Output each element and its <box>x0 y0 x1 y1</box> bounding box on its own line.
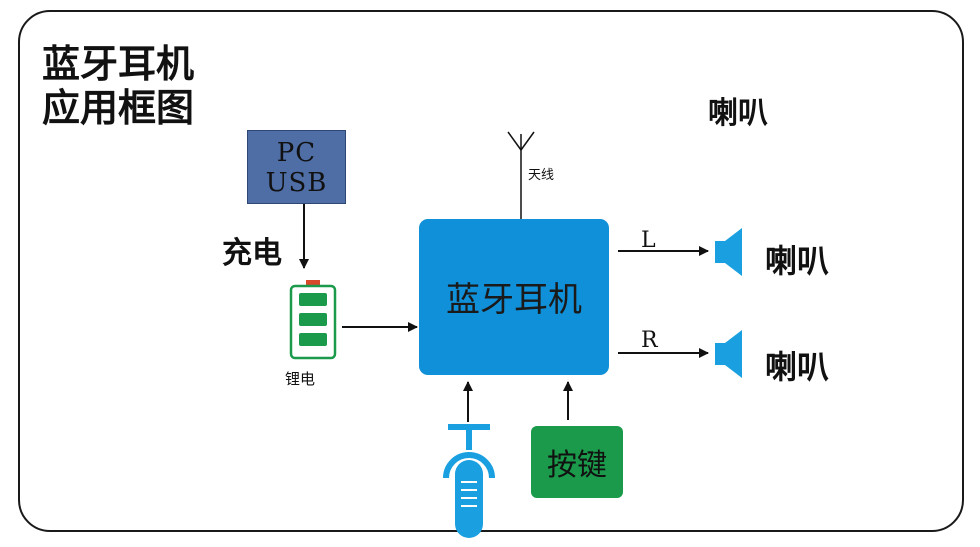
pc-usb-line-2: USB <box>265 168 328 198</box>
key-box: 按键 <box>531 426 623 498</box>
charge-label: 充电 <box>222 236 282 271</box>
battery-icon <box>289 280 337 360</box>
right-speaker-label: 喇叭 <box>765 348 830 386</box>
left-speaker-icon <box>715 228 742 276</box>
bluetooth-module-label: 蓝牙耳机 <box>446 280 582 320</box>
pc-usb-line-1: PC <box>276 138 317 168</box>
left-channel-label: L <box>641 228 656 253</box>
right-speaker-icon <box>715 330 742 378</box>
title-line-1: 蓝牙耳机 <box>42 42 195 86</box>
antenna-icon <box>507 131 535 219</box>
microphone-icon <box>443 424 495 538</box>
right-channel-label: R <box>641 328 658 353</box>
antenna-label: 天线 <box>528 168 555 183</box>
bluetooth-module-box <box>419 219 609 375</box>
key-label: 按键 <box>547 448 607 483</box>
title-line-2: 应用框图 <box>42 86 195 130</box>
left-speaker-label: 喇叭 <box>765 242 830 280</box>
diagram-title: 蓝牙耳机 应用框图 <box>42 42 194 130</box>
battery-label: 锂电 <box>285 370 316 388</box>
diagram-frame <box>18 10 964 532</box>
pc-usb-box: PC USB <box>247 130 346 204</box>
top-speaker-label: 喇叭 <box>708 96 768 131</box>
